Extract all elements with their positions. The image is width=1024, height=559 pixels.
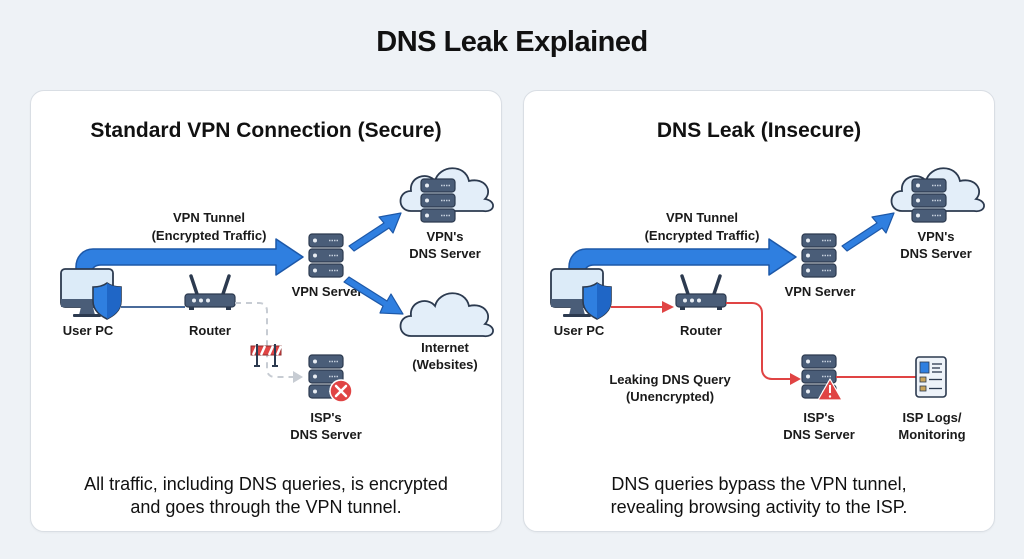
- logs-label-line1: ISP Logs/: [903, 410, 962, 425]
- blocked-arrowhead: [293, 371, 303, 383]
- internet-label-line2: (Websites): [412, 357, 478, 372]
- shield-icon: [582, 282, 612, 320]
- isp-dns-label-line1: ISP's: [310, 410, 341, 425]
- router-label: Router: [189, 323, 231, 338]
- secure-diagram: VPN Tunnel (Encrypted Traffic) User PC R…: [60, 167, 494, 442]
- tunnel-label-line2: (Encrypted Traffic): [645, 228, 760, 243]
- arrow-to-internet: [343, 276, 404, 315]
- arrow-to-vpn-dns: [841, 212, 895, 252]
- isp-dns-label-line2: DNS Server: [783, 427, 855, 442]
- leak-arrowhead: [790, 373, 801, 385]
- warning-icon: [817, 378, 843, 401]
- leak-label-line1: Leaking DNS Query: [609, 372, 731, 387]
- caption-line2: revealing browsing activity to the ISP.: [610, 497, 908, 517]
- dns-leak-panel: DNS Leak (Insecure) VPN Tunnel (Encrypte…: [523, 90, 995, 532]
- panel-title: Standard VPN Connection (Secure): [90, 119, 442, 142]
- isp-dns-label-line2: DNS Server: [290, 427, 362, 442]
- barrier-icon: [250, 344, 283, 367]
- isp-dns-label-line1: ISP's: [803, 410, 834, 425]
- vpn-dns-label-line2: DNS Server: [900, 246, 972, 261]
- leak-arrowhead: [662, 301, 674, 313]
- vpn-server-icon: [801, 233, 837, 278]
- error-x-icon: [329, 379, 353, 403]
- vpn-server-label: VPN Server: [292, 284, 363, 299]
- vpn-tunnel-arrow: [568, 238, 797, 276]
- panel-caption: DNS queries bypass the VPN tunnel, revea…: [524, 473, 994, 519]
- secure-connection-panel: Standard VPN Connection (Secure): [30, 90, 502, 532]
- logs-label-line2: Monitoring: [898, 427, 965, 442]
- main-title: DNS Leak Explained: [376, 26, 648, 58]
- router-icon: [674, 274, 728, 312]
- arrow-to-vpn-dns: [348, 212, 402, 252]
- vpn-dns-server-icon: [420, 178, 456, 223]
- user-pc-label: User PC: [554, 323, 605, 338]
- vpn-dns-label-line1: VPN's: [917, 229, 954, 244]
- caption-line2: and goes through the VPN tunnel.: [130, 497, 402, 517]
- vpn-dns-label-line2: DNS Server: [409, 246, 481, 261]
- vpn-server-icon: [308, 233, 344, 278]
- internet-label-line1: Internet: [421, 340, 469, 355]
- router-label: Router: [680, 323, 722, 338]
- leak-label-line2: (Unencrypted): [626, 389, 714, 404]
- blocked-dns-path: [235, 302, 295, 378]
- panel-title: DNS Leak (Insecure): [656, 119, 862, 142]
- leaking-dns-path: [726, 302, 792, 380]
- vpn-dns-label-line1: VPN's: [426, 229, 463, 244]
- router-icon: [183, 274, 237, 312]
- panel-caption: All traffic, including DNS queries, is e…: [31, 473, 501, 519]
- vpn-server-label: VPN Server: [785, 284, 856, 299]
- shield-icon: [92, 282, 122, 320]
- log-document-icon: [915, 356, 947, 398]
- tunnel-label-line1: VPN Tunnel: [173, 210, 245, 225]
- user-pc-label: User PC: [63, 323, 114, 338]
- caption-line1: All traffic, including DNS queries, is e…: [84, 474, 448, 494]
- tunnel-label-line1: VPN Tunnel: [666, 210, 738, 225]
- internet-cloud-icon: [399, 292, 494, 338]
- leak-diagram: VPN Tunnel (Encrypted Traffic) User PC R…: [550, 167, 985, 442]
- tunnel-label-line2: (Encrypted Traffic): [152, 228, 267, 243]
- caption-line1: DNS queries bypass the VPN tunnel,: [611, 474, 907, 494]
- vpn-dns-server-icon: [911, 178, 947, 223]
